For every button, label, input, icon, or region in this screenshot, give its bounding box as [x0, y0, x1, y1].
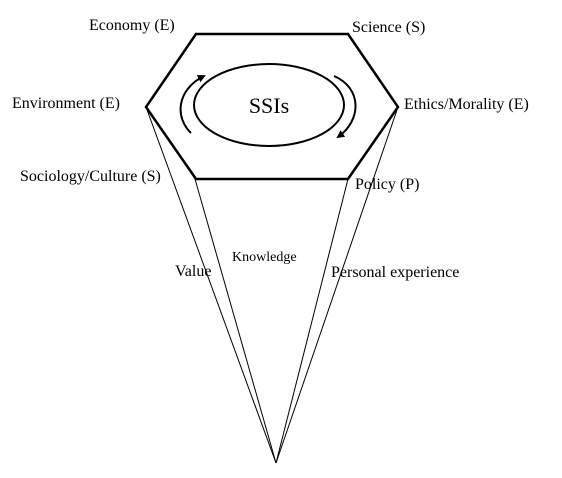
rotation-arrow-left: [179, 75, 206, 134]
cone-label-personal-experience: Personal experience: [331, 264, 459, 281]
cone-label-value: Value: [175, 263, 211, 280]
cone-line-left-outer: [145, 106, 277, 464]
ssi-hexagon: [144, 32, 400, 181]
cone-line-right-outer: [275, 106, 399, 464]
vertex-label-policy: Policy (P): [355, 176, 419, 193]
rotation-arrow-right: [333, 75, 357, 139]
ssi-center-ellipse: [193, 63, 345, 147]
cone-line-right-inner: [275, 178, 349, 464]
vertex-label-ethics-morality: Ethics/Morality (E): [404, 96, 529, 113]
cone-label-knowledge: Knowledge: [232, 250, 297, 265]
cone-line-left-inner: [194, 178, 277, 464]
center-label: SSIs: [249, 93, 289, 118]
cone-lines: [145, 106, 399, 464]
vertex-label-economy: Economy (E): [89, 17, 175, 34]
vertex-label-environment: Environment (E): [12, 95, 120, 112]
vertex-label-sociology-culture: Sociology/Culture (S): [20, 168, 161, 185]
vertex-label-science: Science (S): [352, 19, 425, 36]
